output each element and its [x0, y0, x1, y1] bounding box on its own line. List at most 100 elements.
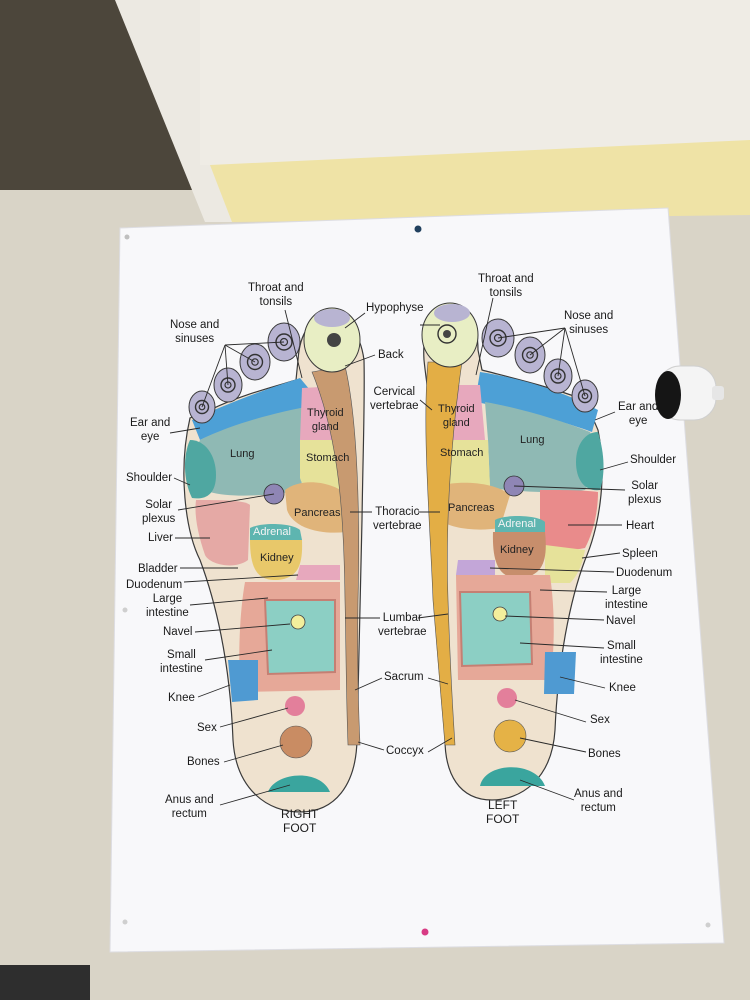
camera-lens — [655, 371, 681, 419]
pin — [122, 919, 128, 925]
left-toe-spiral — [581, 392, 589, 400]
label-right-navel: Navel — [163, 626, 193, 638]
label-right-ear-eye: Ear and eye — [130, 417, 171, 443]
left-navel-point — [492, 606, 508, 622]
right-big-toe-spiral — [327, 333, 341, 347]
label-cervical: Cervical vertebrae — [370, 386, 419, 412]
left-toe-spiral — [493, 333, 503, 343]
label-heart: Heart — [626, 520, 655, 532]
left-big-toe-spiral — [443, 330, 451, 338]
right-toe-spiral — [220, 377, 236, 393]
label-left-solar: Solar plexus — [628, 480, 662, 506]
label-right-anus: Anus and rectum — [165, 794, 214, 820]
label-left-bones: Bones — [588, 748, 621, 760]
right-small-intestine-zone — [263, 599, 336, 676]
zone-right-adrenal: Adrenal — [253, 526, 291, 538]
label-left-duodenum: Duodenum — [616, 567, 673, 579]
label-right-shoulder: Shoulder — [126, 472, 173, 484]
label-right-throat: Throat and tonsils — [248, 282, 304, 308]
right-liver-zone — [195, 500, 250, 566]
light-glow — [210, 140, 750, 222]
zone-left-adrenal: Adrenal — [498, 518, 536, 530]
security-camera — [655, 365, 724, 421]
left-shoulder-zone — [576, 432, 604, 491]
right-bones-zone — [279, 725, 313, 759]
zone-left-thyroid: Thyroid gland — [438, 403, 475, 429]
left-lung-zone — [485, 402, 595, 493]
label-right-solar: Solar plexus — [142, 499, 176, 525]
left-toe-spiral — [577, 388, 593, 404]
label-hypophyse: Hypophyse — [366, 302, 424, 314]
zone-right-kidney: Kidney — [260, 552, 294, 564]
label-left-knee: Knee — [609, 682, 636, 694]
label-thoracic: Thoracic vertebrae — [373, 506, 422, 532]
left-toe-spiral — [550, 368, 566, 384]
label-right-knee: Knee — [168, 692, 195, 704]
right-big-toe-nail — [314, 309, 350, 327]
label-lumbar: Lumbar vertebrae — [378, 612, 427, 638]
label-right-bones: Bones — [187, 756, 220, 768]
zone-left-kidney: Kidney — [500, 544, 534, 556]
left-duodenum-zone — [456, 560, 495, 575]
right-navel-point — [290, 614, 306, 630]
title-left-foot: LEFT FOOT — [486, 798, 520, 826]
label-left-small-intestine: Small intestine — [600, 640, 643, 666]
pin — [414, 225, 422, 233]
leader-lines — [169, 297, 629, 806]
zone-left-stomach: Stomach — [440, 447, 484, 459]
left-toes — [421, 302, 599, 413]
label-right-large-intestine: Large intestine — [146, 593, 189, 619]
zone-right-thyroid: Thyroid gland — [307, 407, 344, 433]
right-lung-zone — [196, 405, 315, 496]
label-liver: Liver — [148, 532, 173, 544]
pin — [122, 607, 128, 613]
zone-left-pancreas: Pancreas — [448, 502, 495, 514]
label-right-sex: Sex — [197, 722, 217, 734]
right-foot — [183, 307, 365, 813]
label-right-nose: Nose and sinuses — [170, 319, 220, 345]
left-spleen-zone — [545, 545, 585, 583]
label-left-ear-eye: Ear and eye — [618, 401, 659, 427]
left-blue-band — [475, 372, 598, 432]
label-left-shoulder: Shoulder — [630, 454, 677, 466]
left-kidney-zone — [492, 532, 546, 579]
right-spine — [311, 365, 361, 746]
right-duodenum-zone — [296, 565, 340, 580]
left-anus-zone — [480, 767, 545, 786]
left-knee-zone — [544, 652, 576, 694]
label-bladder: Bladder — [138, 563, 178, 575]
left-adrenal-zone — [495, 516, 545, 532]
zone-right-stomach: Stomach — [306, 452, 350, 464]
right-kidney-zone — [250, 540, 303, 581]
label-left-sex: Sex — [590, 714, 610, 726]
pin — [705, 922, 711, 928]
label-right-duodenum: Duodenum — [126, 579, 183, 591]
label-left-navel: Navel — [606, 615, 636, 627]
pin — [421, 928, 429, 936]
floor-strip — [0, 965, 90, 1000]
left-pancreas-zone — [438, 482, 510, 530]
title-right-foot: RIGHT FOOT — [281, 807, 319, 835]
right-anus-zone — [268, 775, 330, 792]
right-sex-point — [285, 696, 305, 716]
label-back: Back — [378, 349, 404, 361]
right-shoulder-zone — [184, 440, 216, 499]
label-left-throat: Throat and tonsils — [478, 273, 534, 299]
right-toe-spiral — [194, 399, 210, 415]
left-heart-zone — [540, 490, 598, 550]
right-toe-spiral — [198, 403, 206, 411]
label-sacrum: Sacrum — [384, 671, 424, 683]
label-right-small-intestine: Small intestine — [160, 649, 203, 675]
zone-left-lung: Lung — [520, 434, 545, 446]
label-left-large-intestine: Large intestine — [605, 585, 648, 611]
shelf-bottom — [200, 0, 750, 165]
zone-right-lung: Lung — [230, 448, 255, 460]
right-toe-spiral — [246, 353, 264, 371]
right-knee-zone — [228, 660, 258, 702]
left-toe-spiral — [489, 329, 507, 347]
right-blue-band — [192, 378, 320, 440]
left-foot — [421, 302, 604, 801]
right-adrenal-zone — [250, 524, 302, 540]
left-big-toe-spiral — [437, 324, 457, 344]
